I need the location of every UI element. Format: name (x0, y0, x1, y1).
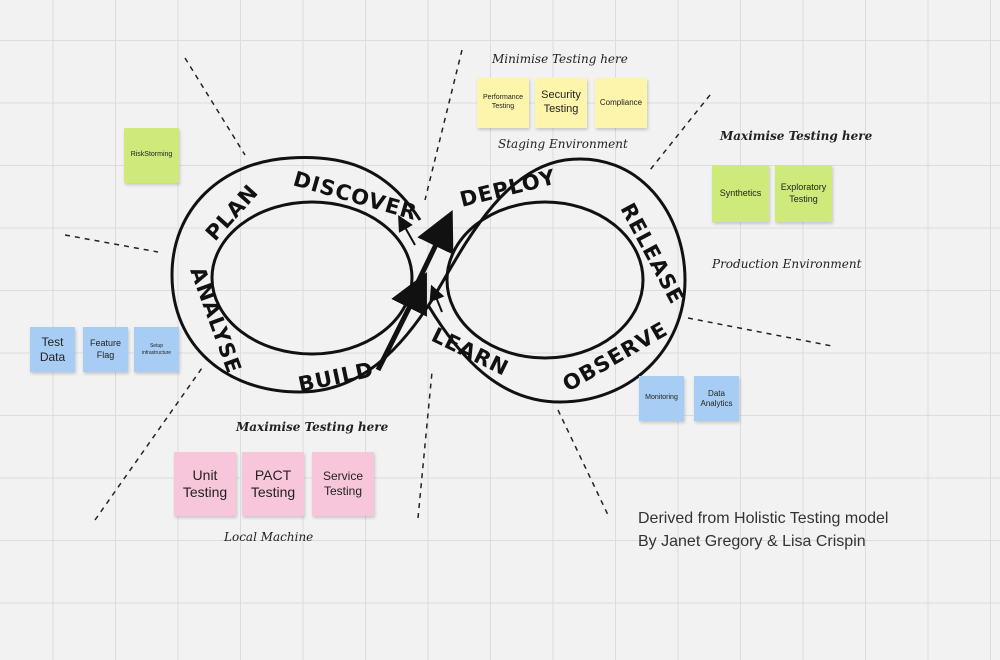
sticky-performance-testing[interactable]: Performance Testing (477, 78, 529, 128)
credit-line-1: Derived from Holistic Testing model (638, 510, 889, 527)
stage-deploy-label: DEPLOY (457, 165, 558, 212)
stage-release-label: RELEASE (616, 199, 689, 308)
separator-observe-bottom (557, 409, 609, 516)
sticky-compliance[interactable]: Compliance (595, 78, 647, 128)
sticky-security-testing[interactable]: Security Testing (535, 78, 587, 128)
separator-observe-right (687, 317, 833, 347)
separator-deploy-top (424, 49, 463, 201)
sticky-exploratory-testing[interactable]: Exploratory Testing (775, 165, 832, 222)
separator-build-bottom (94, 367, 203, 521)
separator-release-top (649, 94, 711, 171)
sticky-unit-testing[interactable]: Unit Testing (174, 452, 236, 516)
staging-environment-note: Staging Environment (498, 137, 628, 151)
separator-center-bottom (417, 371, 433, 519)
local-machine-note: Local Machine (224, 530, 314, 544)
sticky-data-analytics[interactable]: Data Analytics (694, 376, 739, 421)
flow-arrows (375, 209, 454, 372)
sticky-riskstorming[interactable]: RiskStorming (124, 128, 179, 183)
production-environment-note: Production Environment (712, 257, 862, 271)
stage-discover-label: DISCOVER (291, 167, 421, 225)
sticky-pact-testing[interactable]: PACT Testing (242, 452, 304, 516)
separator-plan-top (184, 57, 246, 156)
build-to-deploy-arrow-low (375, 272, 427, 372)
stage-build-label: BUILD (296, 357, 376, 396)
maximise-testing-right-note: Maximise Testing here (720, 129, 873, 143)
learn-arrow (429, 284, 445, 313)
inner-right-loop (445, 200, 645, 360)
maximise-testing-bottom-note: Maximise Testing here (236, 420, 389, 434)
stage-analyse-label: ANALYSE (185, 264, 246, 377)
credit-line-2: By Janet Gregory & Lisa Crispin (638, 533, 866, 550)
separator-analyse-left (64, 234, 159, 253)
build-to-deploy-arrow-high (415, 209, 454, 284)
minimise-testing-note: Minimise Testing here (492, 52, 628, 66)
sticky-setup-infrastructure[interactable]: Setup infrastructure (134, 327, 179, 372)
sticky-service-testing[interactable]: Service Testing (312, 452, 374, 516)
dashed-separators (64, 49, 833, 521)
sticky-synthetics[interactable]: Synthetics (712, 165, 769, 222)
sticky-monitoring[interactable]: Monitoring (639, 376, 684, 421)
inner-left-loop (210, 200, 414, 356)
discover-arrow (398, 215, 416, 246)
sticky-feature-flag[interactable]: Feature Flag (83, 327, 128, 372)
sticky-test-data[interactable]: Test Data (30, 327, 75, 372)
